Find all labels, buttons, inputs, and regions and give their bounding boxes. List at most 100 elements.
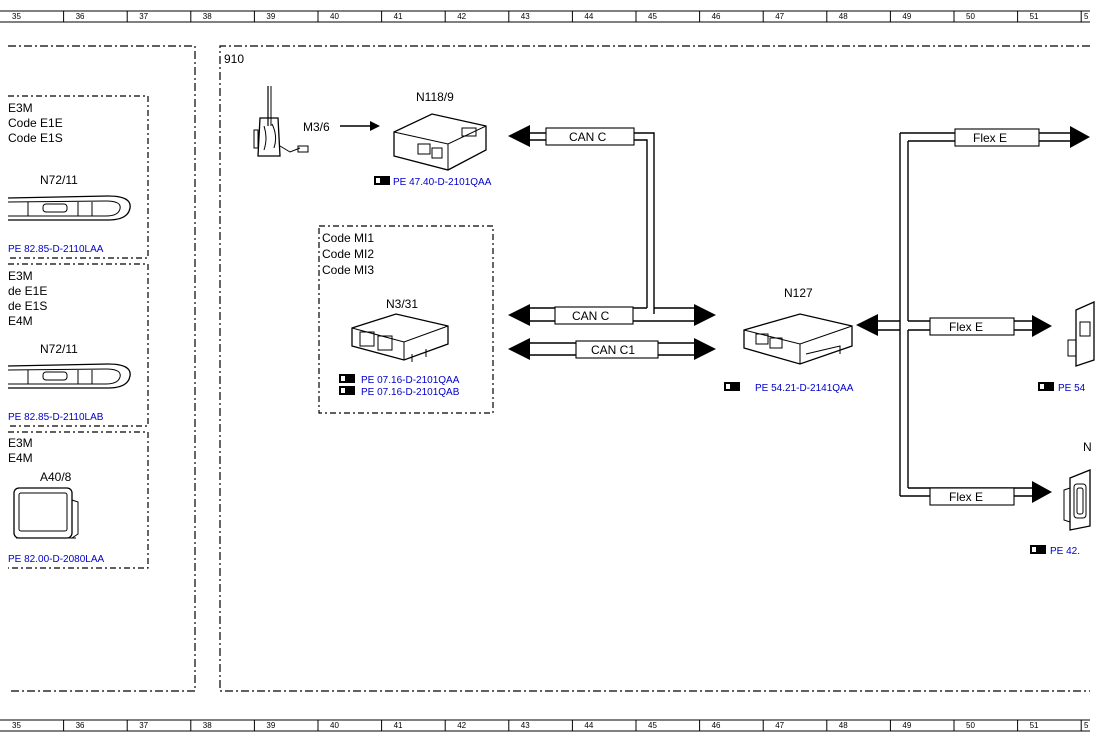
hand-pointer-icon bbox=[339, 374, 355, 383]
flex-top-label: Flex E bbox=[973, 131, 1007, 145]
ruler-top-col-label: 40 bbox=[330, 12, 339, 21]
mi-code-2: Code MI2 bbox=[322, 247, 374, 261]
ruler-top-col-label: 36 bbox=[76, 12, 85, 21]
ruler-top-col-label: 38 bbox=[203, 12, 212, 21]
ruler-bottom-col-label: 41 bbox=[394, 721, 403, 730]
engine-ecu-icon bbox=[351, 313, 449, 362]
right-n-label: N bbox=[1083, 440, 1092, 454]
partial-unit-icon bbox=[1067, 300, 1095, 367]
ruler-bottom-col-label: 49 bbox=[902, 721, 911, 730]
control-unit-icon bbox=[743, 313, 853, 365]
left-box-3: E3M E4M A40/8 PE 82.00-D-2080LAA bbox=[8, 431, 149, 569]
flex-bot-label: Flex E bbox=[949, 490, 983, 504]
n127-ref-link[interactable]: PE 54.21-D-2141QAA bbox=[724, 382, 854, 394]
left-box-1-ref[interactable]: PE 82.85-D-2110LAA bbox=[8, 244, 104, 255]
mi-code-3: Code MI3 bbox=[322, 263, 374, 277]
arrow-left-icon bbox=[508, 338, 530, 360]
ruler-bottom-col-label: 38 bbox=[203, 721, 212, 730]
main-panel: 910 M3/6 N118/9 bbox=[219, 45, 1095, 692]
ruler-bottom-col-label: 5 bbox=[1084, 721, 1089, 730]
n127-ref[interactable]: PE 54.21-D-2141QAA bbox=[755, 383, 854, 394]
left-box-1-code-1: E3M bbox=[8, 101, 33, 115]
fuel-pump-icon bbox=[253, 86, 309, 157]
hand-pointer-icon bbox=[1038, 382, 1054, 391]
ruler-top-col-label: 44 bbox=[584, 12, 593, 21]
right-bot-ref[interactable]: PE 42. bbox=[1050, 546, 1080, 557]
ruler-bottom-col-label: 37 bbox=[139, 721, 148, 730]
left-box-2-code-3: de E1S bbox=[8, 299, 47, 313]
arrow-left-icon bbox=[508, 125, 530, 147]
mi-ref-2[interactable]: PE 07.16-D-2101QAB bbox=[361, 387, 460, 398]
mi-ref-link-2[interactable]: PE 07.16-D-2101QAB bbox=[339, 386, 460, 398]
can-c1-label: CAN C1 bbox=[591, 343, 635, 357]
can-c-mid-label: CAN C bbox=[572, 309, 610, 323]
left-box-3-frame bbox=[8, 431, 149, 569]
n118-ref[interactable]: PE 47.40-D-2101QAA bbox=[393, 177, 492, 188]
ruler-top-col-label: 35 bbox=[12, 12, 21, 21]
ruler-bottom-col-label: 44 bbox=[584, 721, 593, 730]
right-bot-ref-link[interactable]: PE 42. bbox=[1030, 545, 1080, 557]
left-box-1: E3M Code E1E Code E1S N72/11 PE 82.85-D-… bbox=[7, 95, 149, 259]
mi-box: Code MI1 Code MI2 Code MI3 N3/31 PE 07.1… bbox=[318, 225, 494, 414]
left-box-1-component: N72/11 bbox=[40, 173, 78, 187]
ruler-top-col-label: 41 bbox=[394, 12, 403, 21]
n118-ref-link[interactable]: PE 47.40-D-2101QAA bbox=[374, 176, 492, 188]
main-panel-number: 910 bbox=[224, 52, 244, 66]
left-box-1-code-3: Code E1S bbox=[8, 131, 63, 145]
ruler-bottom-col-label: 35 bbox=[12, 721, 21, 730]
ruler-bottom-col-label: 51 bbox=[1030, 721, 1039, 730]
control-unit-icon bbox=[393, 113, 487, 171]
left-box-2-frame bbox=[8, 263, 149, 427]
switch-panel-icon bbox=[7, 363, 131, 389]
arrow-left-icon bbox=[856, 314, 878, 336]
mi-ref-link-1[interactable]: PE 07.16-D-2101QAA bbox=[339, 374, 460, 386]
mi-ref-1[interactable]: PE 07.16-D-2101QAA bbox=[361, 375, 460, 386]
m36-component: M3/6 bbox=[253, 86, 380, 157]
hand-pointer-icon bbox=[339, 386, 355, 395]
ruler-bottom-col-label: 50 bbox=[966, 721, 975, 730]
hand-pointer-icon bbox=[724, 382, 740, 391]
n331-label: N3/31 bbox=[386, 297, 418, 311]
can-c1-label-box bbox=[575, 340, 659, 359]
can-c1-bus: CAN C1 bbox=[508, 338, 716, 360]
n127-label: N127 bbox=[784, 286, 813, 300]
left-box-2-code-4: E4M bbox=[8, 314, 33, 328]
right-mid-ref[interactable]: PE 54 bbox=[1058, 383, 1086, 394]
flex-top-label-box bbox=[954, 128, 1040, 147]
left-box-1-code-2: Code E1E bbox=[8, 116, 63, 130]
left-box-2-ref[interactable]: PE 82.85-D-2110LAB bbox=[8, 412, 104, 423]
main-panel-frame bbox=[219, 45, 1090, 692]
partial-module-icon bbox=[1063, 469, 1091, 531]
arrow-right-icon bbox=[694, 304, 716, 326]
ruler-top-col-label: 45 bbox=[648, 12, 657, 21]
ruler-bottom-col-label: 46 bbox=[712, 721, 721, 730]
mi-code-1: Code MI1 bbox=[322, 231, 374, 245]
ruler-top-col-label: 5 bbox=[1084, 12, 1089, 21]
hand-pointer-icon bbox=[374, 176, 390, 185]
can-c-top-label-box bbox=[545, 127, 635, 146]
flex-bot-label-box bbox=[929, 487, 1015, 506]
flex-e-bus: Flex E Flex E Flex E bbox=[856, 126, 1090, 506]
left-box-2-code-2: de E1E bbox=[8, 284, 47, 298]
arrow-right-icon bbox=[694, 338, 716, 360]
mi-box-frame bbox=[318, 225, 494, 414]
left-box-3-ref[interactable]: PE 82.00-D-2080LAA bbox=[8, 554, 105, 565]
m36-arrow bbox=[340, 121, 380, 131]
ruler-top-col-label: 42 bbox=[457, 12, 466, 21]
left-box-2-code-1: E3M bbox=[8, 269, 33, 283]
left-box-2-component: N72/11 bbox=[40, 342, 78, 356]
left-box-1-frame bbox=[8, 95, 149, 259]
right-mid-ref-link[interactable]: PE 54 bbox=[1038, 382, 1086, 394]
n118-label: N118/9 bbox=[416, 90, 454, 104]
ruler-top-col-label: 46 bbox=[712, 12, 721, 21]
left-box-2: E3M de E1E de E1S E4M N72/11 PE 82.85-D-… bbox=[7, 263, 149, 427]
left-box-3-code-1: E3M bbox=[8, 436, 33, 450]
can-c-mid-bus: CAN C bbox=[508, 304, 716, 326]
ruler-bottom-col-label: 36 bbox=[76, 721, 85, 730]
hand-pointer-icon bbox=[1030, 545, 1046, 554]
arrow-right-icon bbox=[1070, 126, 1090, 148]
ruler-top-col-label: 51 bbox=[1030, 12, 1039, 21]
ruler-top-col-label: 49 bbox=[902, 12, 911, 21]
